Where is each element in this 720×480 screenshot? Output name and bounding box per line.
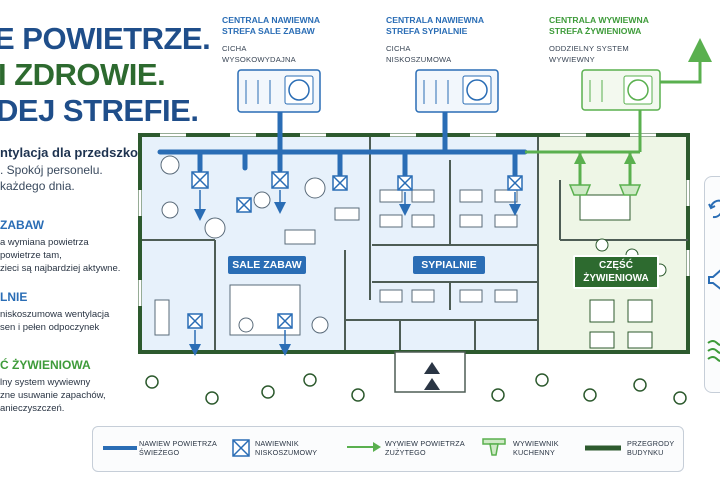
intro-line-2: każdego dnia.	[0, 179, 75, 193]
green-exhaust-arrow	[347, 442, 381, 452]
supply-arrows	[189, 190, 521, 356]
ahu-sleep	[415, 69, 499, 113]
headline-line-2: I ZDROWIE.	[0, 57, 166, 92]
kitchen-hood-icon	[482, 438, 506, 456]
unit-dining-title-1: CENTRALA WYWIEWNA	[549, 15, 649, 25]
unit-sleep-title-1: CENTRALA NAWIEWNA	[386, 15, 485, 25]
supply-ducts	[157, 109, 528, 178]
zone-label-dining-line-1: CZĘŚĆ	[599, 260, 633, 271]
intro-line-1: . Spokój personelu.	[0, 163, 103, 177]
ahu-dining	[581, 69, 661, 111]
section-dining-line-1: lny system wywiewny	[0, 377, 91, 388]
unit-sleep-desc-1: CICHA	[386, 44, 411, 53]
section-play-line-1: a wymiana powietrza	[0, 237, 89, 248]
kitchen-hood-icon	[568, 184, 642, 196]
section-dining-line-2: zne usuwanie zapachów,	[0, 390, 106, 401]
unit-sleep-title-2: STREFA SYPIALNIE	[386, 26, 468, 36]
zone-label-dining-line-2: ŻYWIENIOWA	[583, 273, 649, 284]
unit-play-title-2: STREFA SALE ZABAW	[222, 26, 315, 36]
unit-dining-desc-1: ODDZIELNY SYSTEM	[549, 44, 629, 53]
unit-play-title-1: CENTRALA NAWIEWNA	[222, 15, 321, 25]
airflow-waves-icon	[707, 340, 720, 362]
headline-line-1: E POWIETRZE.	[0, 21, 211, 56]
floor-plan-diagram	[138, 38, 712, 405]
entrance	[394, 351, 466, 393]
section-sleep-heading: LNIE	[0, 290, 28, 304]
zone-label-sleep: SYPIALNIE	[413, 256, 485, 274]
section-play-heading: ZABAW	[0, 218, 44, 232]
diffuser-icon	[187, 171, 523, 329]
unit-sleep-desc-2: NISKOSZUMOWA	[386, 55, 452, 64]
zone-label-dining: CZĘŚĆ ŻYWIENIOWA	[573, 255, 659, 289]
windows	[138, 133, 690, 306]
section-sleep-line-2: sen i pełen odpoczynek	[0, 322, 100, 333]
recycle-arrows-icon	[708, 199, 720, 219]
interior-walls	[142, 137, 688, 350]
beds	[379, 189, 518, 303]
headline-line-3: DEJ STREFIE.	[0, 93, 199, 128]
section-play-line-3: zieci są najbardziej aktywne.	[0, 263, 121, 274]
unit-play-desc-2: WYSOKOWYDAJNA	[222, 55, 296, 64]
section-dining-heading: Ć ŻYWIENIOWA	[0, 358, 91, 372]
section-dining-line-3: anieczyszczeń.	[0, 403, 65, 414]
unit-play-desc-1: CICHA	[222, 44, 247, 53]
unit-dining-desc-2: WYWIEWNY	[549, 55, 595, 64]
ahu-play	[237, 69, 321, 113]
blue-supply-line	[103, 446, 137, 450]
side-icon-panel	[704, 176, 720, 393]
section-play-line-2: powietrze tam,	[0, 250, 62, 261]
diffuser-icon	[232, 439, 250, 457]
trees	[145, 373, 687, 405]
exhaust-arrows	[574, 152, 636, 175]
play-furniture	[154, 155, 360, 336]
intro-title: ntylacja dla przedszkoli	[0, 145, 146, 160]
unit-dining-title-2: STREFA ŻYWIENIOWA	[549, 26, 642, 36]
zone-label-play: SALE ZABAW	[228, 256, 306, 274]
dark-green-wall-line	[585, 445, 621, 451]
section-sleep-line-1: niskoszumowa wentylacja	[0, 309, 110, 320]
speaker-icon	[708, 269, 720, 290]
